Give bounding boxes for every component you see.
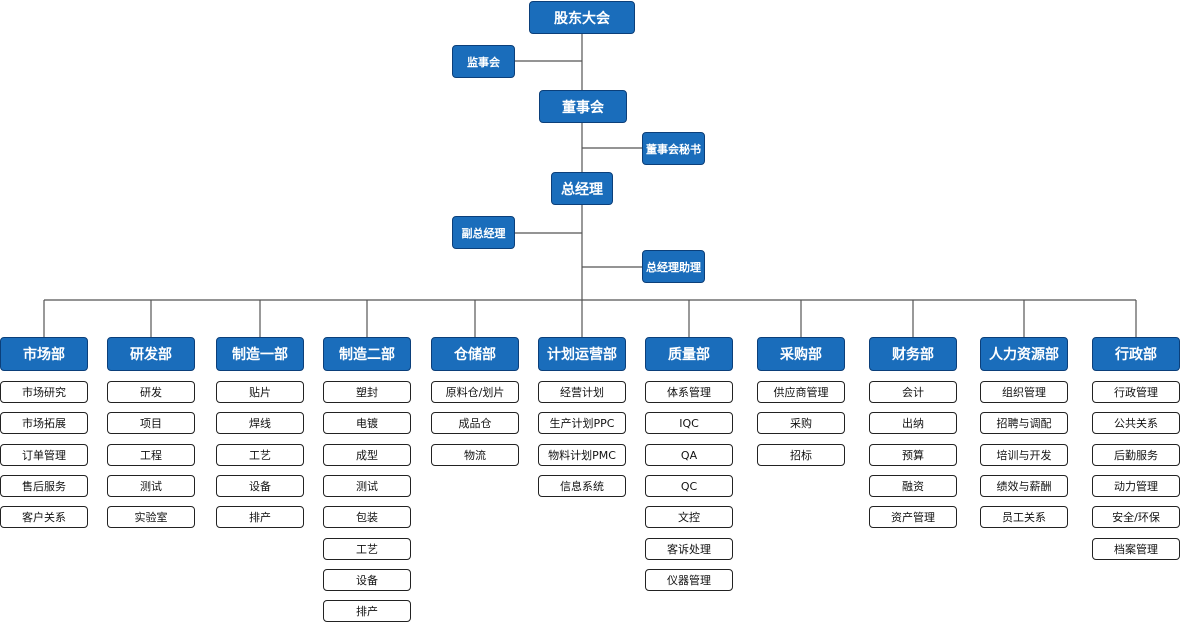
department-item[interactable]: 市场拓展 bbox=[0, 412, 88, 434]
department-item[interactable]: 行政管理 bbox=[1092, 381, 1180, 403]
department-item[interactable]: 市场研究 bbox=[0, 381, 88, 403]
board-node[interactable]: 董事会 bbox=[539, 90, 627, 123]
department-item[interactable]: 生产计划PPC bbox=[538, 412, 626, 434]
department-node[interactable]: 研发部 bbox=[107, 337, 195, 371]
department-node[interactable]: 制造二部 bbox=[323, 337, 411, 371]
department-node[interactable]: 计划运营部 bbox=[538, 337, 626, 371]
department-item[interactable]: 融资 bbox=[869, 475, 957, 497]
gm-assistant-node[interactable]: 总经理助理 bbox=[642, 250, 705, 283]
department-node[interactable]: 财务部 bbox=[869, 337, 957, 371]
department-node[interactable]: 质量部 bbox=[645, 337, 733, 371]
department-item[interactable]: 贴片 bbox=[216, 381, 304, 403]
department-item[interactable]: 出纳 bbox=[869, 412, 957, 434]
department-item[interactable]: 原料仓/划片 bbox=[431, 381, 519, 403]
department-node[interactable]: 行政部 bbox=[1092, 337, 1180, 371]
department-item[interactable]: 售后服务 bbox=[0, 475, 88, 497]
department-item[interactable]: 项目 bbox=[107, 412, 195, 434]
department-item[interactable]: 客户关系 bbox=[0, 506, 88, 528]
department-item[interactable]: 培训与开发 bbox=[980, 444, 1068, 466]
department-item[interactable]: 招标 bbox=[757, 444, 845, 466]
department-item[interactable]: 组织管理 bbox=[980, 381, 1068, 403]
department-item[interactable]: 供应商管理 bbox=[757, 381, 845, 403]
department-item[interactable]: 设备 bbox=[216, 475, 304, 497]
department-node[interactable]: 仓储部 bbox=[431, 337, 519, 371]
department-item[interactable]: 工艺 bbox=[323, 538, 411, 560]
department-item[interactable]: 工程 bbox=[107, 444, 195, 466]
department-item[interactable]: 测试 bbox=[323, 475, 411, 497]
department-item[interactable]: 实验室 bbox=[107, 506, 195, 528]
department-item[interactable]: 客诉处理 bbox=[645, 538, 733, 560]
department-node[interactable]: 制造一部 bbox=[216, 337, 304, 371]
department-item[interactable]: 档案管理 bbox=[1092, 538, 1180, 560]
department-item[interactable]: 信息系统 bbox=[538, 475, 626, 497]
deputy-gm-node[interactable]: 副总经理 bbox=[452, 216, 515, 249]
supervisory-board-node[interactable]: 监事会 bbox=[452, 45, 515, 78]
department-item[interactable]: QC bbox=[645, 475, 733, 497]
department-item[interactable]: 物流 bbox=[431, 444, 519, 466]
department-item[interactable]: 文控 bbox=[645, 506, 733, 528]
department-item[interactable]: IQC bbox=[645, 412, 733, 434]
department-node[interactable]: 人力资源部 bbox=[980, 337, 1068, 371]
department-item[interactable]: 工艺 bbox=[216, 444, 304, 466]
department-item[interactable]: 成型 bbox=[323, 444, 411, 466]
department-item[interactable]: 会计 bbox=[869, 381, 957, 403]
department-item[interactable]: 招聘与调配 bbox=[980, 412, 1068, 434]
department-item[interactable]: QA bbox=[645, 444, 733, 466]
department-item[interactable]: 绩效与薪酬 bbox=[980, 475, 1068, 497]
department-item[interactable]: 物料计划PMC bbox=[538, 444, 626, 466]
department-item[interactable]: 设备 bbox=[323, 569, 411, 591]
department-item[interactable]: 排产 bbox=[323, 600, 411, 622]
department-item[interactable]: 公共关系 bbox=[1092, 412, 1180, 434]
board-secretary-node[interactable]: 董事会秘书 bbox=[642, 132, 705, 165]
department-item[interactable]: 安全/环保 bbox=[1092, 506, 1180, 528]
department-node[interactable]: 采购部 bbox=[757, 337, 845, 371]
department-item[interactable]: 后勤服务 bbox=[1092, 444, 1180, 466]
department-item[interactable]: 采购 bbox=[757, 412, 845, 434]
department-item[interactable]: 成品仓 bbox=[431, 412, 519, 434]
department-item[interactable]: 塑封 bbox=[323, 381, 411, 403]
department-item[interactable]: 体系管理 bbox=[645, 381, 733, 403]
department-item[interactable]: 资产管理 bbox=[869, 506, 957, 528]
department-item[interactable]: 焊线 bbox=[216, 412, 304, 434]
department-item[interactable]: 仪器管理 bbox=[645, 569, 733, 591]
department-item[interactable]: 电镀 bbox=[323, 412, 411, 434]
department-item[interactable]: 员工关系 bbox=[980, 506, 1068, 528]
department-item[interactable]: 测试 bbox=[107, 475, 195, 497]
department-item[interactable]: 研发 bbox=[107, 381, 195, 403]
department-item[interactable]: 动力管理 bbox=[1092, 475, 1180, 497]
department-item[interactable]: 经营计划 bbox=[538, 381, 626, 403]
department-item[interactable]: 订单管理 bbox=[0, 444, 88, 466]
department-item[interactable]: 包装 bbox=[323, 506, 411, 528]
department-node[interactable]: 市场部 bbox=[0, 337, 88, 371]
department-item[interactable]: 排产 bbox=[216, 506, 304, 528]
shareholders-node[interactable]: 股东大会 bbox=[529, 1, 635, 34]
department-item[interactable]: 预算 bbox=[869, 444, 957, 466]
general-manager-node[interactable]: 总经理 bbox=[551, 172, 613, 205]
